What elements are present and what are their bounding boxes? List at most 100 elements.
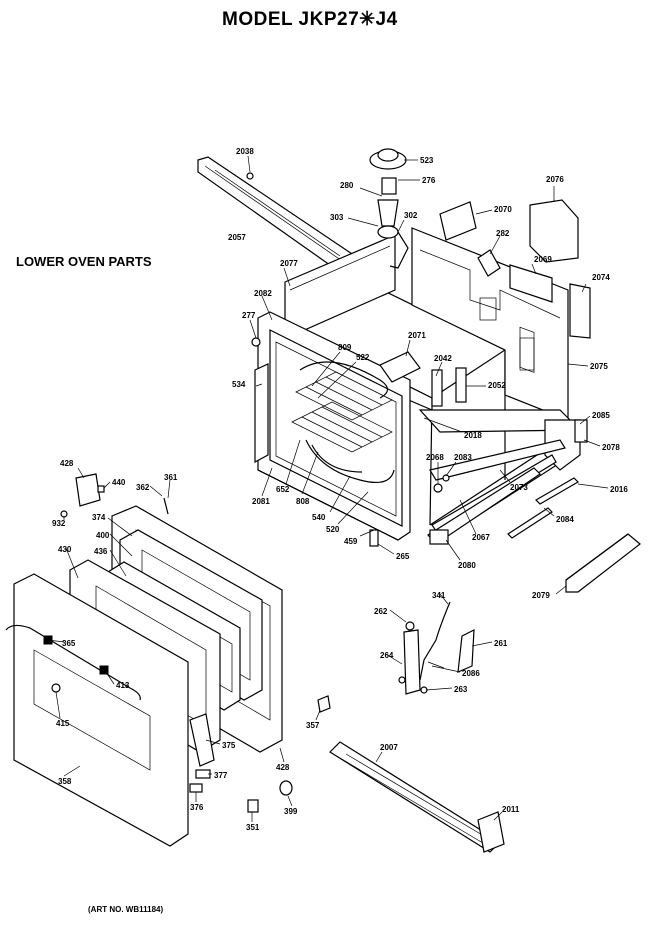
rail-part (507, 507, 553, 539)
part-label: 2084 (556, 515, 574, 524)
part-label: 357 (306, 721, 320, 730)
part-label: 277 (242, 311, 256, 320)
part-label: 2080 (458, 561, 476, 570)
art-number: (ART NO. WB11184) (88, 905, 164, 914)
screw-part (246, 172, 254, 180)
cover-part (569, 283, 591, 339)
clip-part (369, 529, 379, 547)
drawer-front-part (329, 741, 505, 853)
cover-part (529, 199, 579, 263)
part-label: 399 (284, 807, 298, 816)
diagram-subtitle: LOWER OVEN PARTS (16, 254, 152, 269)
part-labels: 2038 523 276 280 303 302 2070 2076 2057 … (52, 147, 628, 832)
switch-part (477, 249, 501, 277)
leader-lines (47, 155, 609, 822)
diagram-title: MODEL JKP27✳J4 (222, 9, 398, 30)
bracket-part (455, 367, 467, 403)
part-label: 2038 (236, 147, 254, 156)
part-label: 520 (326, 525, 340, 534)
part-label: 362 (136, 483, 150, 492)
part-label: 534 (232, 380, 246, 389)
part-label: 282 (496, 229, 510, 238)
thermostat-assembly-part (369, 148, 409, 269)
part-label: 2079 (532, 591, 550, 600)
part-label: 2067 (472, 533, 490, 542)
part-label: 341 (432, 591, 446, 600)
part-label: 459 (344, 537, 358, 546)
heating-element-part (299, 361, 389, 399)
part-label: 276 (422, 176, 436, 185)
part-label: 2075 (590, 362, 608, 371)
bracket-part (439, 201, 477, 241)
part-label: 2068 (426, 453, 444, 462)
part-label: 2011 (502, 805, 520, 814)
bracket-part (574, 419, 588, 443)
part-label: 2076 (546, 175, 564, 184)
part-label: 2016 (610, 485, 628, 494)
part-label: 2081 (252, 497, 270, 506)
part-label: 428 (60, 459, 74, 468)
part-label: 436 (94, 547, 108, 556)
part-label: 302 (404, 211, 418, 220)
fastener-part (251, 337, 261, 347)
handle-part (565, 533, 641, 593)
part-label: 2069 (534, 255, 552, 264)
part-label: 261 (494, 639, 508, 648)
part-label: 361 (164, 473, 178, 482)
bracket-part (509, 264, 553, 303)
part-label: 377 (214, 771, 228, 780)
part-label: 2085 (592, 411, 610, 420)
part-label: 413 (116, 681, 130, 690)
part-label: 522 (356, 353, 370, 362)
oven-rack-part (291, 371, 395, 483)
rail-part (535, 477, 579, 505)
part-label: 415 (56, 719, 70, 728)
part-label: 2071 (408, 331, 426, 340)
part-label: 2007 (380, 743, 398, 752)
part-label: 262 (374, 607, 388, 616)
part-label: 440 (112, 478, 126, 487)
part-label: 2018 (464, 431, 482, 440)
part-label: 428 (276, 763, 290, 772)
part-label: 540 (312, 513, 326, 522)
fastener-part (433, 483, 443, 493)
hinge-assembly-part (398, 601, 475, 695)
part-label: 808 (296, 497, 310, 506)
part-label: 2052 (488, 381, 506, 390)
front-frame-part (254, 311, 411, 541)
part-label: 351 (246, 823, 260, 832)
part-label: 376 (190, 803, 204, 812)
part-label: 280 (340, 181, 354, 190)
part-label: 365 (62, 639, 76, 648)
part-label: 2070 (494, 205, 512, 214)
clip-part (317, 695, 331, 713)
part-label: 2057 (228, 233, 246, 242)
part-label: 374 (92, 513, 106, 522)
clip-part (247, 799, 259, 813)
part-label: 2083 (454, 453, 472, 462)
part-label: 2042 (434, 354, 452, 363)
part-label: 430 (58, 545, 72, 554)
part-label: 652 (276, 485, 290, 494)
part-label: 400 (96, 531, 110, 540)
part-label: 2073 (510, 483, 528, 492)
part-label: 2086 (462, 669, 480, 678)
part-label: 303 (330, 213, 344, 222)
part-label: 375 (222, 741, 236, 750)
part-label: 2078 (602, 443, 620, 452)
part-label: 2074 (592, 273, 610, 282)
part-label: 523 (420, 156, 434, 165)
part-label: 265 (396, 552, 410, 561)
bracket-part (431, 369, 443, 407)
part-label: 932 (52, 519, 66, 528)
part-label: 263 (454, 685, 468, 694)
part-label: 358 (58, 777, 72, 786)
oven-door-assembly-part (5, 473, 283, 847)
part-label: 264 (380, 651, 394, 660)
part-label: 2082 (254, 289, 272, 298)
foot-part (279, 780, 293, 796)
fastener-part (442, 474, 450, 482)
part-label: 2077 (280, 259, 298, 268)
